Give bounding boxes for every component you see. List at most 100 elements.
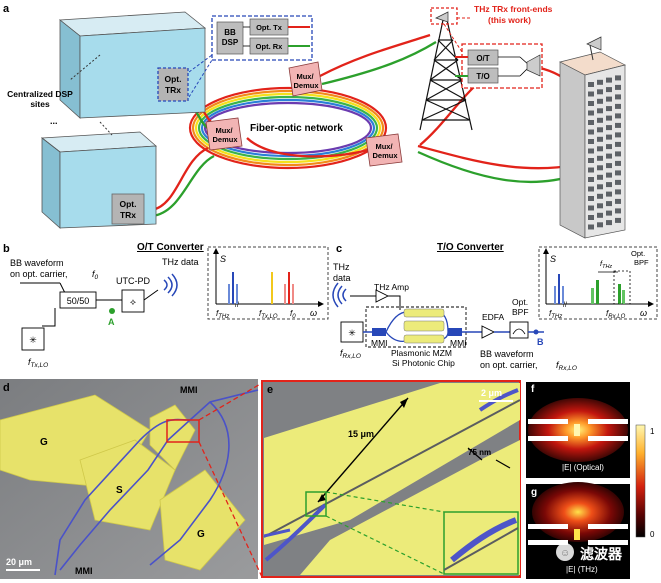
- building-window: [606, 220, 612, 226]
- bb-dsp-line2: DSP: [222, 38, 239, 47]
- building-window: [597, 174, 603, 180]
- opt-trx-top-box: [157, 67, 189, 102]
- b-spec-s: S: [220, 254, 226, 264]
- panel-g: g |E| (THz): [526, 482, 630, 579]
- e-scale-label: 2 μm: [481, 388, 502, 398]
- building-window: [597, 155, 603, 161]
- thz-front-ends-line2: (this work): [488, 15, 531, 25]
- building-window: [588, 205, 594, 211]
- building-window: [606, 191, 612, 197]
- lo-b-label: fTx,LO: [28, 357, 48, 369]
- thz-front-ends-line1: THz TRx front-ends: [474, 4, 553, 14]
- building-window: [588, 101, 594, 106]
- cell-tower: [419, 19, 473, 131]
- building-window: [606, 115, 612, 121]
- building-window: [615, 160, 621, 166]
- building-window: [588, 158, 594, 163]
- watermark-icon: ☺: [560, 548, 570, 559]
- opt-trx-bottom-box: [111, 193, 145, 225]
- d-g-top: G: [40, 437, 48, 448]
- mux-demux-1: Mux/ Demux: [288, 61, 323, 97]
- c-opt-bpf-line2: BPF: [512, 307, 529, 317]
- building-window: [588, 110, 594, 116]
- utc-pd-box: [121, 289, 145, 313]
- splitter-label: 50/50: [67, 296, 90, 306]
- building-window: [615, 94, 621, 100]
- watermark-text: 滤波器: [580, 546, 623, 562]
- mmi-out-label: MMI: [450, 338, 467, 348]
- building-window: [597, 146, 603, 152]
- c-bb-waveform-line2: on opt. carrier,: [480, 360, 538, 370]
- building-window: [606, 106, 612, 112]
- spectrum-c: S // fTHz Opt. BPF fTHz fRx,LO ω: [538, 246, 658, 320]
- opt-rx-label: Opt. Rx: [256, 42, 283, 51]
- lo-laser-b: [21, 327, 45, 351]
- bb-dsp-line1: BB: [224, 28, 236, 37]
- building-window: [597, 108, 603, 114]
- building-window: [606, 210, 612, 216]
- to-converter-title: T/O Converter: [437, 242, 504, 253]
- building-window: [588, 82, 594, 87]
- thz-amp-triangle: [375, 289, 390, 303]
- c-bb-f: fRx,LO: [556, 360, 577, 372]
- opt-trx-top-line1: Opt.: [165, 74, 182, 84]
- building-window: [615, 151, 621, 157]
- b-spec-f0: f0: [290, 309, 296, 320]
- thz-amp-label: THz Amp: [374, 282, 409, 292]
- building-window: [597, 222, 603, 228]
- building-window: [588, 177, 594, 182]
- panel-a: a Fiber-optic network: [3, 3, 626, 239]
- panel-g-label: g: [531, 487, 537, 498]
- si-chip-label: Si Photonic Chip: [392, 358, 455, 368]
- plasmonic-mzm-label: Plasmonic MZM: [391, 348, 452, 358]
- horn-antenna-building: [586, 36, 602, 51]
- c-opt-bpf-line1: Opt.: [512, 297, 528, 307]
- b-f0: f0: [92, 269, 99, 281]
- panel-c-label: c: [336, 243, 342, 255]
- b-spec-omega: ω: [310, 308, 317, 318]
- b-spec-flo: fTx,LO: [259, 309, 278, 320]
- dsp-building-top: Opt. TRx: [58, 11, 207, 119]
- c-spec-s: S: [550, 254, 556, 264]
- c-bb-waveform-line1: BB waveform: [480, 349, 534, 359]
- mux-demux-3: Mux/ Demux: [365, 133, 403, 167]
- b-bb-waveform-line2: on opt. carrier,: [10, 269, 68, 279]
- c-spec-bpf-line1: Opt.: [631, 249, 645, 258]
- opt-bpf-box: [509, 321, 529, 339]
- panel-f-label: f: [531, 384, 535, 395]
- d-mmi-top: MMI: [180, 385, 198, 395]
- building-window: [588, 224, 594, 230]
- utc-pd-icon: ⟡: [130, 297, 136, 307]
- panel-f: f |E| (Optical): [526, 382, 630, 478]
- building-window: [597, 98, 603, 104]
- ot-to-inset: O/T T/O: [455, 43, 543, 89]
- horn-antenna-tower: [435, 11, 449, 23]
- building-window: [615, 208, 621, 214]
- panel-e: 15 μm 75 nm e 2 μm: [261, 380, 521, 578]
- thz-wave-icon-c: [332, 282, 347, 308]
- dsp-sites-line2: sites: [30, 99, 50, 109]
- opt-trx-bottom-line1: Opt.: [120, 199, 137, 209]
- building-windows: [588, 75, 621, 230]
- c-spec-fthz-top: fTHz: [600, 259, 612, 270]
- building-window: [597, 165, 603, 171]
- building-window: [588, 91, 594, 97]
- panel-d: d MMI MMI G S G 20 μm: [0, 379, 259, 579]
- building-window: [588, 215, 594, 220]
- c-spec-slash: //: [563, 302, 567, 309]
- building-window: [597, 127, 603, 133]
- building-window: [597, 203, 603, 209]
- edfa-triangle: [481, 325, 496, 339]
- mux1-line1: Mux/: [296, 72, 314, 81]
- mux-demux-2: Mux/ Demux: [205, 117, 243, 151]
- building-window: [597, 79, 603, 85]
- building-window: [615, 75, 621, 81]
- mux2-line1: Mux/: [215, 126, 233, 135]
- ellipsis: ...: [50, 116, 58, 126]
- colorbar: 1 0: [635, 424, 655, 539]
- point-a-label: A: [108, 317, 115, 327]
- building-window: [597, 193, 603, 199]
- building-window: [588, 167, 594, 173]
- opt-trx-top-line2: TRx: [165, 85, 181, 95]
- panel-a-label: a: [3, 3, 10, 15]
